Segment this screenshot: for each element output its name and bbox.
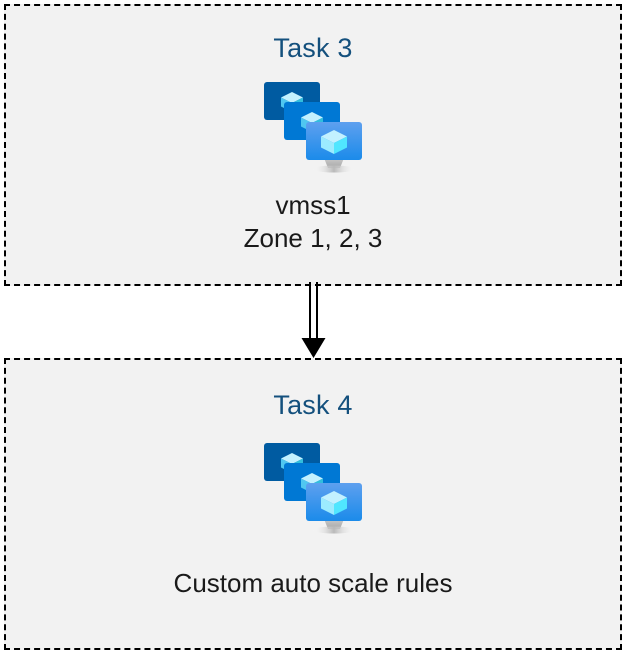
task3-caption-line1: vmss1 <box>275 190 351 220</box>
task4-caption: Custom auto scale rules <box>6 567 620 600</box>
vmss-icon <box>258 78 368 178</box>
task-box-task4[interactable]: Task 4 <box>4 358 622 650</box>
task4-title: Task 4 <box>273 390 353 420</box>
task3-caption-line2: Zone 1, 2, 3 <box>243 223 383 253</box>
task3-caption: vmss1 Zone 1, 2, 3 <box>6 189 620 255</box>
task3-title: Task 3 <box>273 33 353 63</box>
vmss-icon <box>258 439 368 539</box>
connector-task3-to-task4 <box>296 282 332 360</box>
task4-caption-line1: Custom auto scale rules <box>173 568 453 598</box>
task-box-task3[interactable]: Task 3 <box>4 4 622 286</box>
